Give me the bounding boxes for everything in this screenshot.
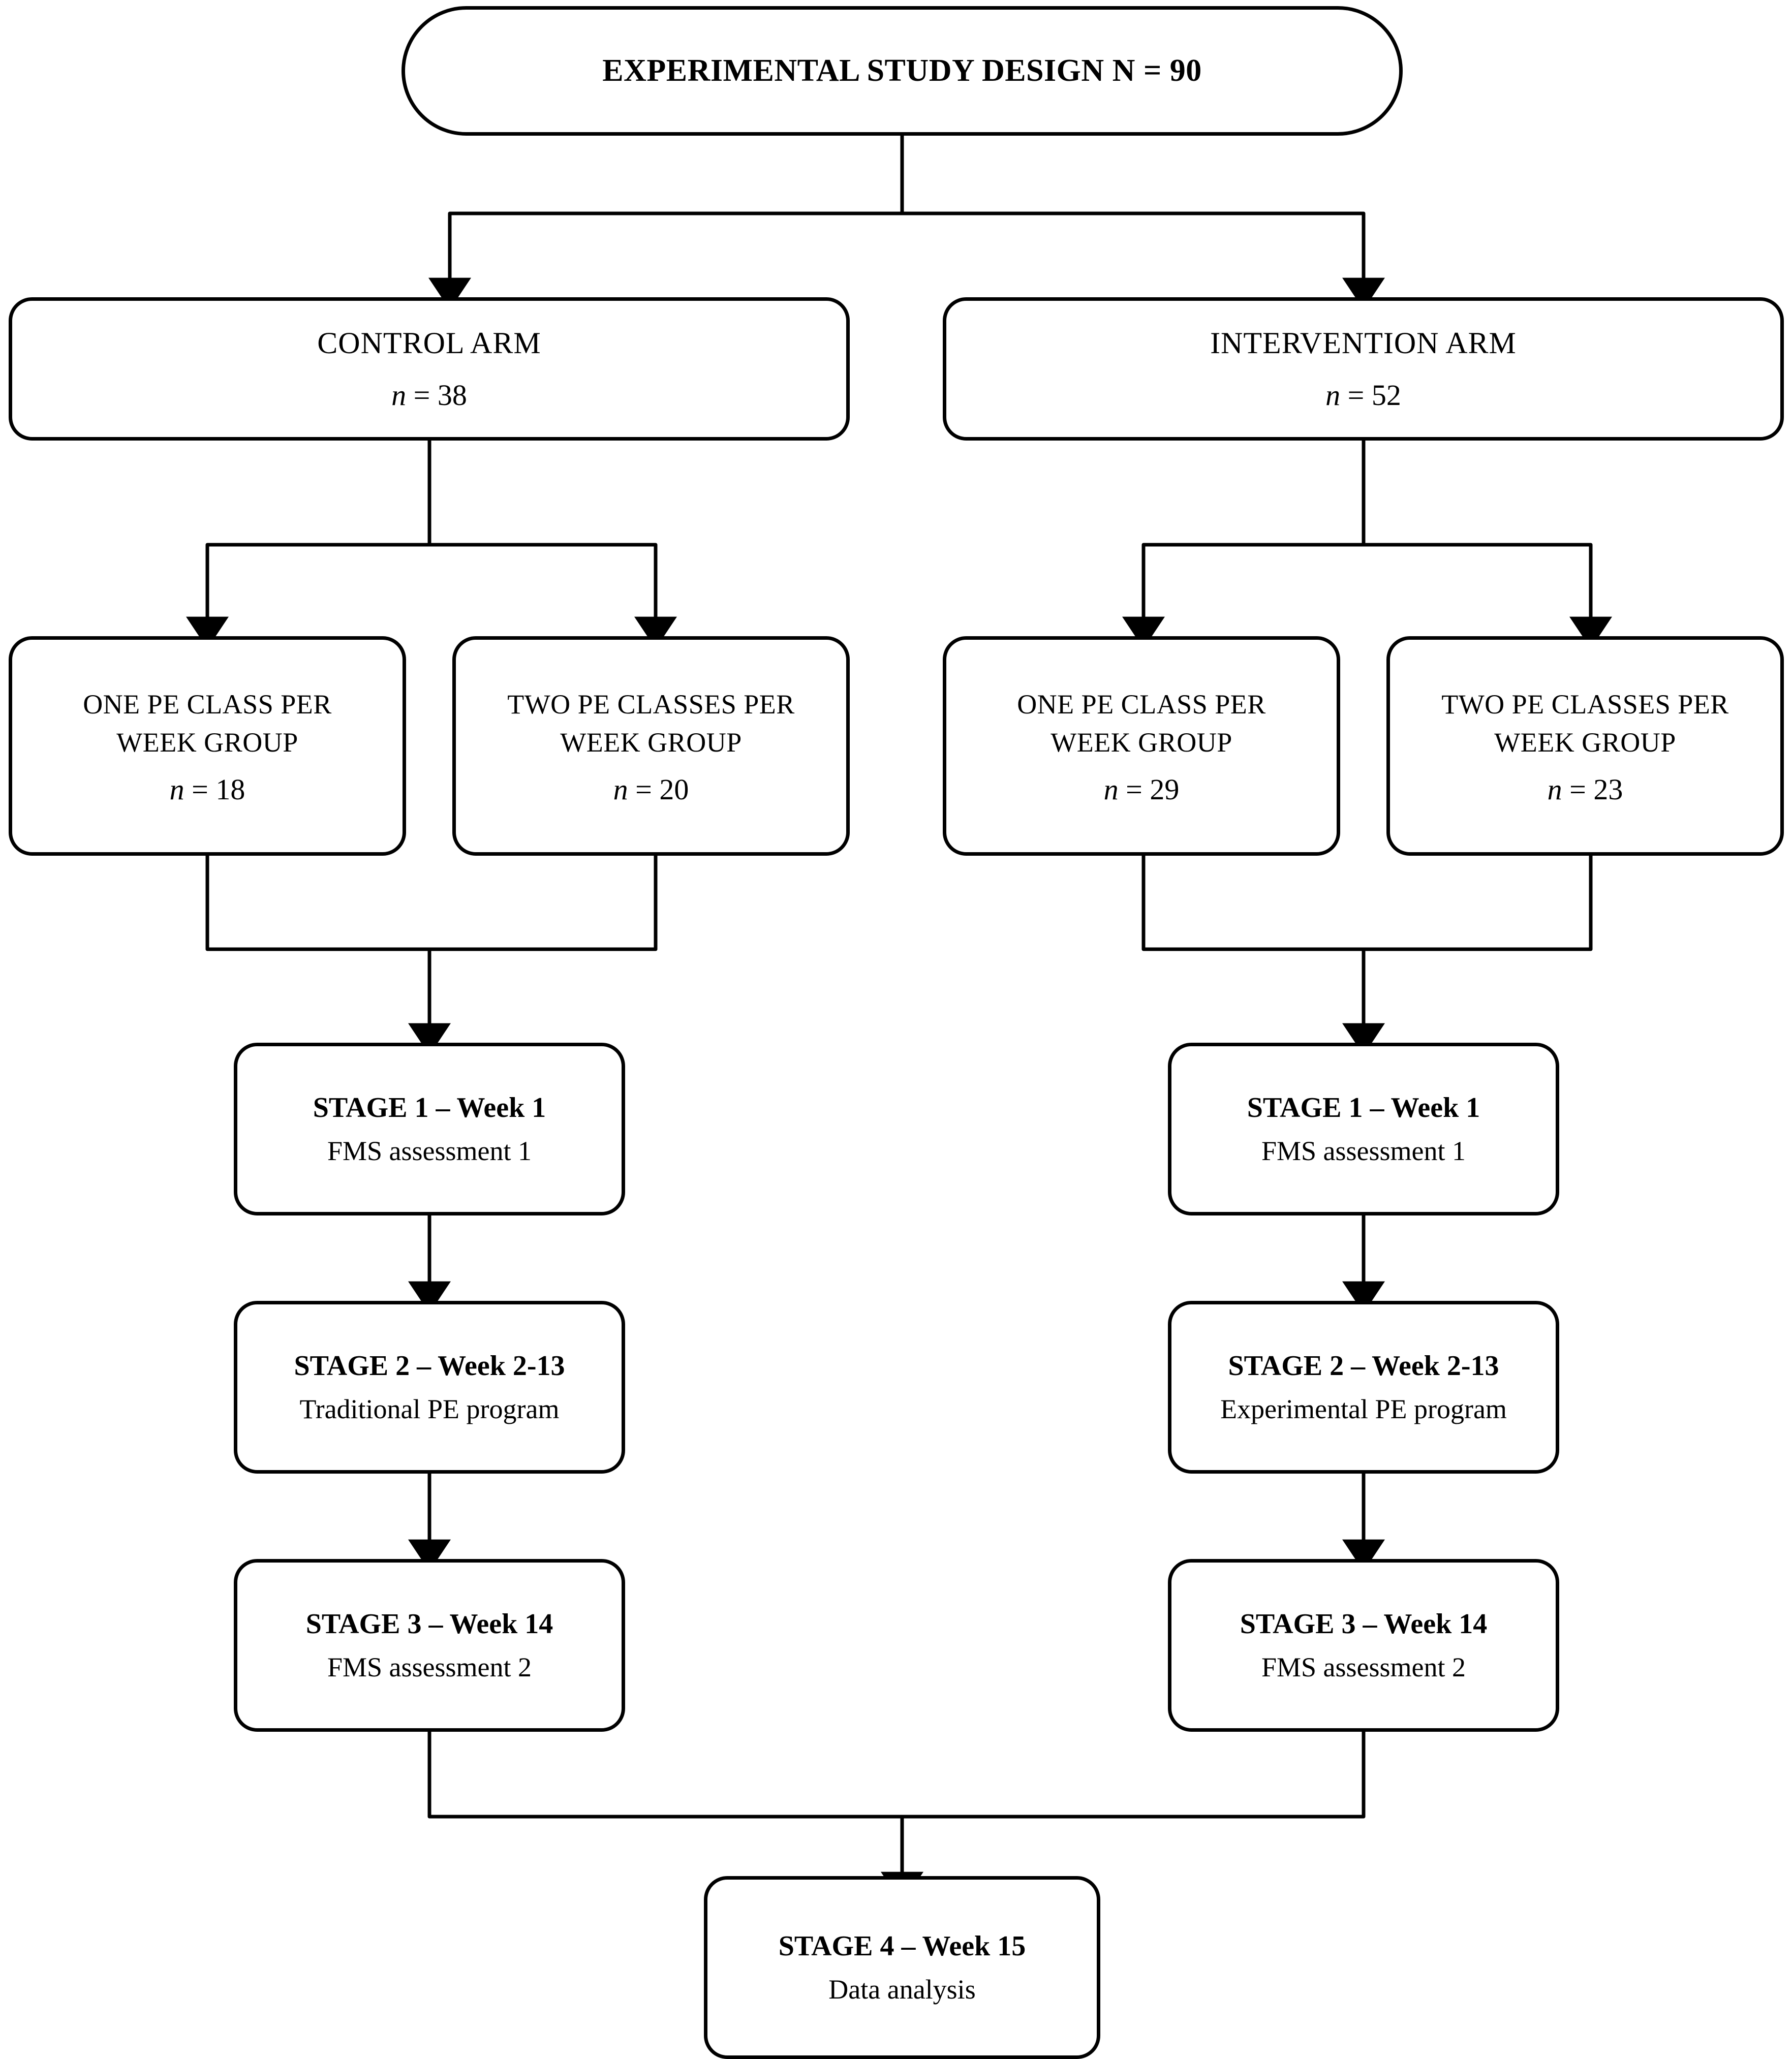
group-1-line2: WEEK GROUP: [116, 727, 298, 758]
node-group-intervention-two-classes[interactable]: TWO PE CLASSES PER WEEK GROUP n = 23: [1386, 636, 1784, 856]
left-stage-1-detail: FMS assessment 1: [327, 1136, 532, 1166]
intervention-arm-label: INTERVENTION ARM: [1210, 326, 1517, 360]
study-design-title: EXPERIMENTAL STUDY DESIGN N = 90: [602, 53, 1202, 88]
connector-title-to-intervention: [902, 211, 1385, 310]
left-stage-3-detail: FMS assessment 2: [327, 1652, 532, 1682]
connector-control-to-g2: [429, 543, 677, 649]
node-control-arm[interactable]: CONTROL ARM nn = 38 = 38: [9, 297, 850, 441]
node-stage-4-data-analysis[interactable]: STAGE 4 – Week 15 Data analysis: [704, 1876, 1100, 2059]
stage-4-detail: Data analysis: [828, 1974, 976, 2005]
group-1-line1: ONE PE CLASS PER: [83, 689, 332, 720]
left-stage-3-heading: STAGE 3 – Week 14: [305, 1608, 553, 1640]
node-left-stage-1[interactable]: STAGE 1 – Week 1 FMS assessment 1: [234, 1043, 625, 1215]
group-3-n-value: = 29: [1118, 773, 1180, 806]
group-2-line2: WEEK GROUP: [560, 727, 742, 758]
group-1-n-value: = 18: [184, 773, 245, 806]
node-right-stage-2[interactable]: STAGE 2 – Week 2-13 Experimental PE prog…: [1168, 1301, 1559, 1474]
right-stage-1-detail: FMS assessment 1: [1261, 1136, 1466, 1166]
connector-g4-merge: [1364, 856, 1593, 951]
node-group-control-one-class[interactable]: ONE PE CLASS PER WEEK GROUP n = 18: [9, 636, 406, 856]
connector-control-to-g1: [186, 543, 429, 649]
group-4-line1: TWO PE CLASSES PER: [1441, 689, 1729, 720]
node-left-stage-3[interactable]: STAGE 3 – Week 14 FMS assessment 2: [234, 1559, 625, 1732]
node-left-stage-2[interactable]: STAGE 2 – Week 2-13 Traditional PE progr…: [234, 1301, 625, 1474]
right-stage-3-heading: STAGE 3 – Week 14: [1240, 1608, 1488, 1640]
left-stage-2-detail: Traditional PE program: [299, 1394, 560, 1424]
connector-title-to-control: [428, 211, 902, 310]
group-4-n-value: = 23: [1562, 773, 1623, 806]
stage-4-heading: STAGE 4 – Week 15: [778, 1930, 1026, 1962]
right-stage-1-heading: STAGE 1 – Week 1: [1247, 1092, 1480, 1124]
connector-g3-merge: [1141, 856, 1364, 951]
connector-intervention-to-g3: [1122, 543, 1364, 649]
connector-left-stage3-merge: [427, 1732, 902, 1819]
group-1-n: n = 18: [169, 773, 245, 806]
group-3-line2: WEEK GROUP: [1051, 727, 1232, 758]
control-arm-n-value: = 38: [406, 379, 467, 412]
connector-g2-merge: [429, 856, 658, 951]
control-arm-n: nn = 38 = 38: [391, 379, 467, 412]
group-2-n-value: = 20: [628, 773, 689, 806]
right-stage-2-detail: Experimental PE program: [1220, 1394, 1507, 1424]
group-2-line1: TWO PE CLASSES PER: [507, 689, 795, 720]
node-study-design[interactable]: EXPERIMENTAL STUDY DESIGN N = 90: [401, 6, 1403, 136]
group-2-n: n = 20: [613, 773, 689, 806]
node-right-stage-3[interactable]: STAGE 3 – Week 14 FMS assessment 2: [1168, 1559, 1559, 1732]
intervention-arm-n-value: = 52: [1340, 379, 1401, 412]
node-group-control-two-classes[interactable]: TWO PE CLASSES PER WEEK GROUP n = 20: [452, 636, 850, 856]
connector-g1-merge: [205, 856, 429, 951]
right-stage-2-heading: STAGE 2 – Week 2-13: [1228, 1350, 1499, 1382]
node-intervention-arm[interactable]: INTERVENTION ARM n = 52: [943, 297, 1784, 441]
node-group-intervention-one-class[interactable]: ONE PE CLASS PER WEEK GROUP n = 29: [943, 636, 1340, 856]
control-arm-label: CONTROL ARM: [317, 326, 541, 360]
node-right-stage-1[interactable]: STAGE 1 – Week 1 FMS assessment 1: [1168, 1043, 1559, 1215]
group-4-n: n = 23: [1547, 773, 1623, 806]
right-stage-3-detail: FMS assessment 2: [1261, 1652, 1466, 1682]
connector-intervention-to-g4: [1364, 543, 1612, 649]
left-stage-2-heading: STAGE 2 – Week 2-13: [294, 1350, 565, 1382]
group-3-n: n = 29: [1103, 773, 1180, 806]
group-3-line1: ONE PE CLASS PER: [1017, 689, 1266, 720]
group-4-line2: WEEK GROUP: [1494, 727, 1676, 758]
left-stage-1-heading: STAGE 1 – Week 1: [313, 1092, 546, 1124]
connector-right-stage3-merge: [902, 1732, 1366, 1819]
intervention-arm-n: n = 52: [1325, 379, 1401, 412]
